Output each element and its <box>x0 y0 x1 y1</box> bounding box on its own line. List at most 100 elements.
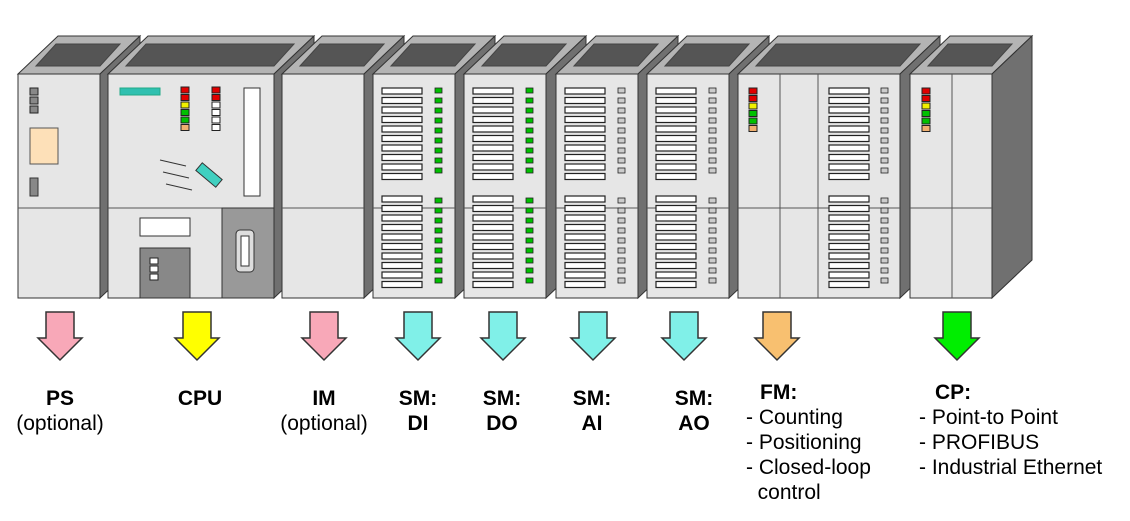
ps-title: PS <box>45 387 74 410</box>
io-led <box>434 217 443 224</box>
label-strip <box>564 204 606 213</box>
label-strip <box>828 233 870 241</box>
io-led <box>617 147 626 154</box>
label-strip <box>472 280 514 289</box>
fm-title: FM: <box>760 381 798 404</box>
label-strip <box>472 204 514 213</box>
io-led <box>708 167 717 174</box>
label-strip <box>655 153 697 162</box>
label-strip <box>655 214 697 222</box>
label-strip <box>655 87 697 95</box>
label-strip <box>828 261 870 270</box>
status-led <box>748 102 758 110</box>
siemens-logo-bar <box>119 87 161 96</box>
io-led <box>525 127 534 134</box>
label-strip <box>381 144 423 152</box>
label-strip <box>381 280 423 289</box>
module-top-recess <box>34 43 122 67</box>
io-led <box>525 137 534 144</box>
module-face <box>737 73 901 299</box>
arrows <box>36 311 981 362</box>
label-strip <box>472 214 514 222</box>
io-led <box>617 127 626 134</box>
io-led <box>525 207 534 214</box>
io-led <box>880 277 889 284</box>
io-led <box>708 277 717 284</box>
cpu-title: CPU <box>177 387 223 410</box>
label-strip <box>655 252 697 260</box>
ps-label-plate <box>29 127 59 165</box>
label-strip <box>472 115 514 124</box>
label-strip <box>655 271 697 279</box>
io-led <box>617 257 626 264</box>
down-arrow-icon <box>394 311 442 362</box>
io-led <box>880 207 889 214</box>
fm-item: - Closed-loop <box>746 456 871 479</box>
label-strip <box>655 106 697 114</box>
label-strip <box>828 134 870 143</box>
label-strip <box>564 87 606 95</box>
status-led <box>921 125 931 132</box>
key-switch-icon <box>195 162 223 188</box>
label-strip <box>381 271 423 279</box>
label-strip <box>564 223 606 232</box>
cp-module <box>908 34 1034 300</box>
io-led <box>434 87 443 94</box>
io-led <box>880 97 889 104</box>
label-strip <box>655 261 697 270</box>
label-strip <box>381 125 423 133</box>
down-arrow-icon <box>660 311 708 362</box>
io-led <box>708 147 717 154</box>
status-led <box>180 109 190 116</box>
io-led <box>617 267 626 274</box>
io-led <box>525 117 534 124</box>
status-led <box>211 86 221 94</box>
ps-label: PS (optional) <box>10 386 110 436</box>
io-led <box>434 157 443 164</box>
label-strip <box>564 271 606 279</box>
label-strip <box>472 242 514 251</box>
down-arrow-icon <box>36 311 84 362</box>
io-led <box>525 107 534 114</box>
sm-do-title: SM: <box>482 387 522 410</box>
down-arrow-icon <box>753 311 801 362</box>
io-led <box>880 157 889 164</box>
label-strip <box>472 172 514 181</box>
status-led <box>149 257 159 265</box>
cpu-label-strip <box>243 87 261 197</box>
label-strip <box>381 223 423 232</box>
io-led <box>617 227 626 234</box>
io-led <box>525 87 534 94</box>
module-top-recess <box>572 43 660 67</box>
status-led <box>921 95 931 102</box>
sm-ai-sub: AI <box>581 412 603 435</box>
label-strip <box>564 214 606 222</box>
label-strip <box>564 153 606 162</box>
label-strip <box>655 172 697 181</box>
cpu-label: CPU <box>160 386 240 411</box>
io-led <box>708 217 717 224</box>
status-led <box>211 101 221 109</box>
io-led <box>880 217 889 224</box>
io-led <box>434 137 443 144</box>
label-strip <box>828 172 870 181</box>
module-top-recess <box>926 43 1014 67</box>
label-strip <box>472 153 514 162</box>
io-led <box>880 147 889 154</box>
label-strip <box>564 252 606 260</box>
io-led <box>708 97 717 104</box>
sm-ai-module <box>554 34 680 300</box>
label-strip <box>655 223 697 232</box>
io-led <box>434 97 443 104</box>
io-led <box>617 97 626 104</box>
label-strip <box>564 195 606 203</box>
memory-card-slot <box>139 217 191 237</box>
io-led <box>880 237 889 244</box>
label-strip <box>381 115 423 124</box>
status-led <box>211 94 221 101</box>
io-led <box>880 247 889 254</box>
module-top-recess <box>754 43 922 67</box>
io-led <box>708 127 717 134</box>
status-led <box>180 116 190 124</box>
io-led <box>880 227 889 234</box>
